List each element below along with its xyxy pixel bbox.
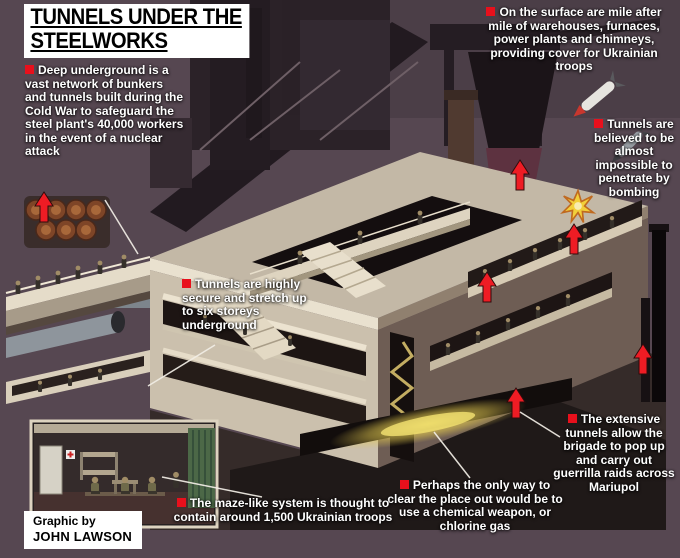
credit-line-2: JOHN LAWSON	[33, 529, 132, 544]
annotation-troop-numbers: The maze-like system is thought to conta…	[168, 496, 398, 524]
credit-panel: Graphic by JOHN LAWSON	[24, 511, 142, 550]
left-tube-tunnel	[6, 311, 125, 358]
title-line-2: STEELWORKS	[30, 28, 168, 54]
falling-bomb-icon	[573, 70, 626, 117]
annotation-six-storeys: Tunnels are highly secure and stretch up…	[182, 277, 308, 332]
red-square-bullet-icon	[25, 65, 34, 74]
title-line-1: TUNNELS UNDER THE	[30, 4, 242, 29]
annotation-chemical-weapon: Perhaps the only way to clear the place …	[386, 478, 564, 533]
credit-line-1: Graphic by	[33, 514, 96, 528]
annotation-text: On the surface are mile after mile of wa…	[488, 5, 662, 74]
red-square-bullet-icon	[176, 498, 186, 507]
glowing-lower-tunnel	[300, 378, 572, 456]
right-face-galleries	[430, 200, 642, 371]
annotation-bomb-proof: Tunnels are believed to be almost imposs…	[592, 117, 676, 199]
annotation-text: Deep underground is a vast network of bu…	[25, 63, 184, 159]
title-panel: TUNNELS UNDER THE STEELWORKS	[24, 4, 250, 59]
annotation-surface-cover: On the surface are mile after mile of wa…	[478, 5, 670, 74]
annotation-text: Tunnels are highly secure and stretch up…	[182, 277, 307, 332]
red-square-bullet-icon	[182, 279, 191, 288]
red-square-bullet-icon	[399, 480, 409, 489]
staircase	[210, 242, 386, 360]
leader-lines	[104, 199, 561, 498]
red-square-bullet-icon	[594, 119, 604, 128]
annotation-guerrilla-raids: The extensive tunnels allow the brigade …	[552, 412, 676, 494]
red-square-bullet-icon	[567, 414, 577, 423]
annotation-text: The extensive tunnels allow the brigade …	[553, 412, 675, 494]
annotation-text: Perhaps the only way to clear the place …	[387, 478, 563, 533]
annotation-text: Tunnels are believed to be almost imposs…	[593, 117, 675, 199]
red-square-bullet-icon	[486, 7, 496, 16]
annotation-deep-underground: Deep underground is a vast network of bu…	[25, 63, 187, 159]
left-walkway	[5, 256, 151, 335]
annotation-text: The maze-like system is thought to conta…	[173, 496, 393, 524]
falling-bomb-icon	[611, 122, 652, 163]
